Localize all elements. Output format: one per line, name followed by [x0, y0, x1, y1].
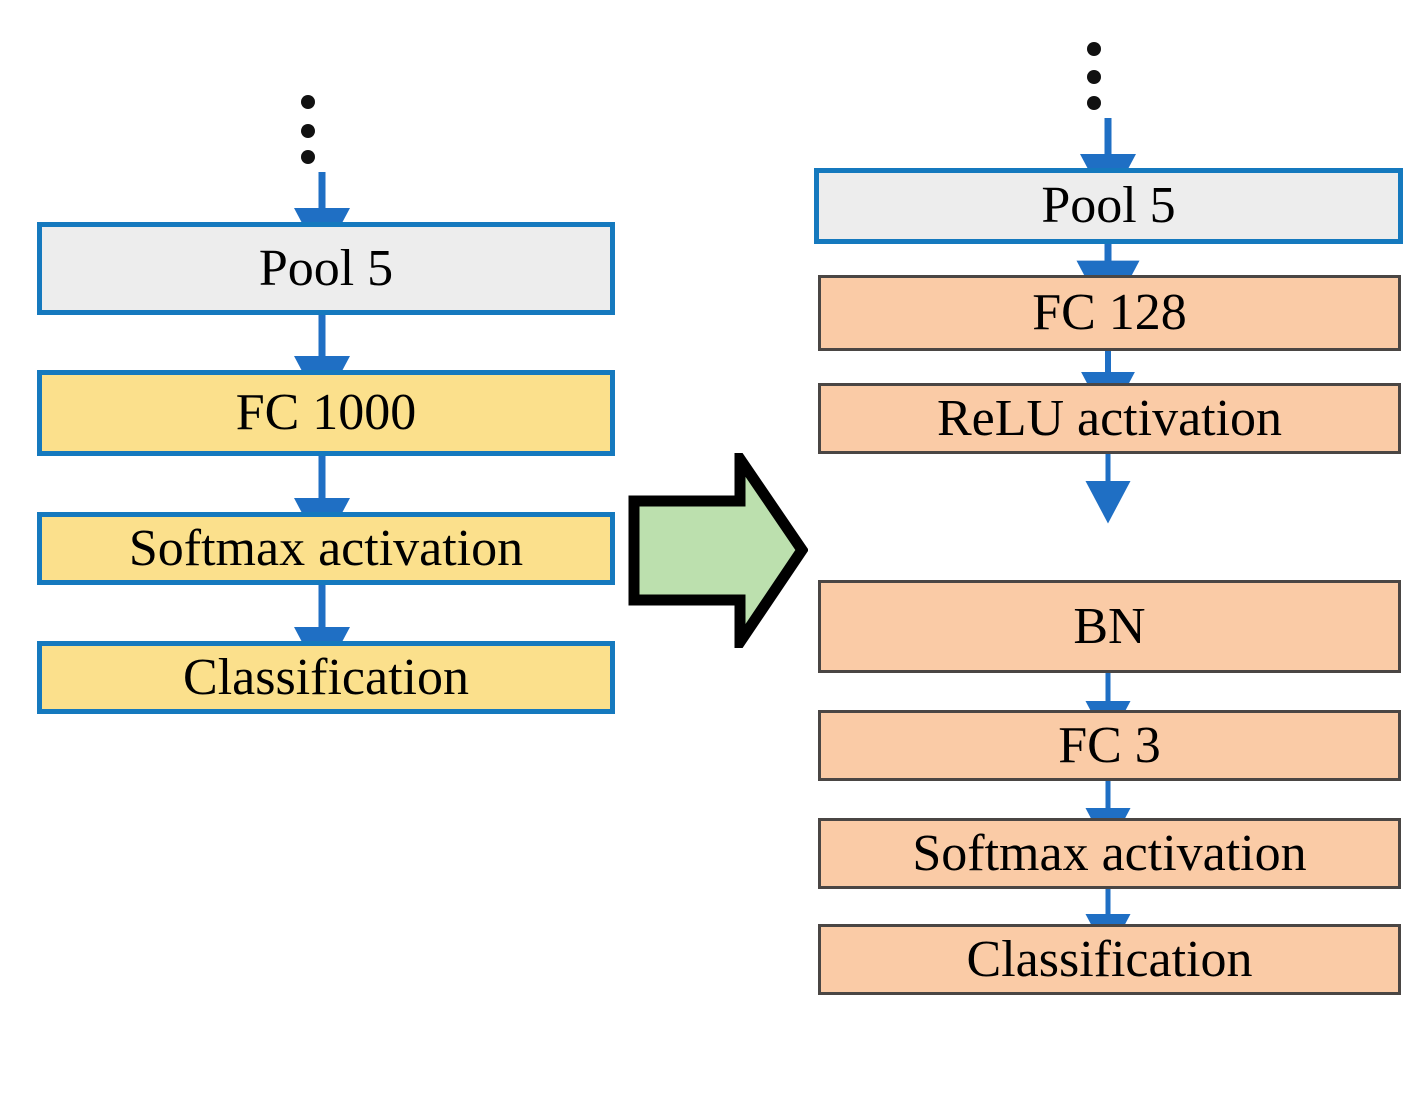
- ellipsis-dot-left-3: [301, 150, 315, 164]
- ellipsis-dot-left-1: [301, 95, 315, 109]
- node-right-fc3-label: FC 3: [1058, 716, 1161, 774]
- ellipsis-dot-right-1: [1087, 42, 1101, 56]
- green-transform-arrow: [628, 453, 808, 648]
- node-right-bn-label: BN: [1073, 597, 1146, 655]
- node-right-softmax-label: Softmax activation: [912, 824, 1307, 882]
- node-left-softmax-label: Softmax activation: [128, 519, 524, 577]
- node-right-classification-label: Classification: [966, 930, 1253, 988]
- node-left-pool5[interactable]: Pool 5: [37, 222, 615, 315]
- node-left-fc1000-label: FC 1000: [235, 384, 417, 441]
- node-left-classification-label: Classification: [183, 648, 469, 706]
- node-right-fc128-label: FC 128: [1032, 284, 1187, 341]
- node-right-pool5[interactable]: Pool 5: [814, 168, 1403, 244]
- node-left-pool5-label: Pool 5: [258, 239, 394, 297]
- node-right-fc3[interactable]: FC 3: [818, 710, 1401, 781]
- node-right-bn[interactable]: BN: [818, 580, 1401, 673]
- node-right-relu[interactable]: ReLU activation: [818, 383, 1401, 454]
- node-right-relu-label: ReLU activation: [936, 389, 1283, 447]
- node-right-pool5-label: Pool 5: [1041, 177, 1176, 234]
- ellipsis-dot-right-3: [1087, 96, 1101, 110]
- node-left-softmax[interactable]: Softmax activation: [37, 512, 615, 585]
- node-left-fc1000[interactable]: FC 1000: [37, 370, 615, 456]
- node-right-softmax[interactable]: Softmax activation: [818, 818, 1401, 889]
- ellipsis-dot-right-2: [1087, 70, 1101, 84]
- node-right-fc128[interactable]: FC 128: [818, 275, 1401, 351]
- node-left-classification[interactable]: Classification: [37, 641, 615, 714]
- ellipsis-dot-left-2: [301, 124, 315, 138]
- node-right-classification[interactable]: Classification: [818, 924, 1401, 995]
